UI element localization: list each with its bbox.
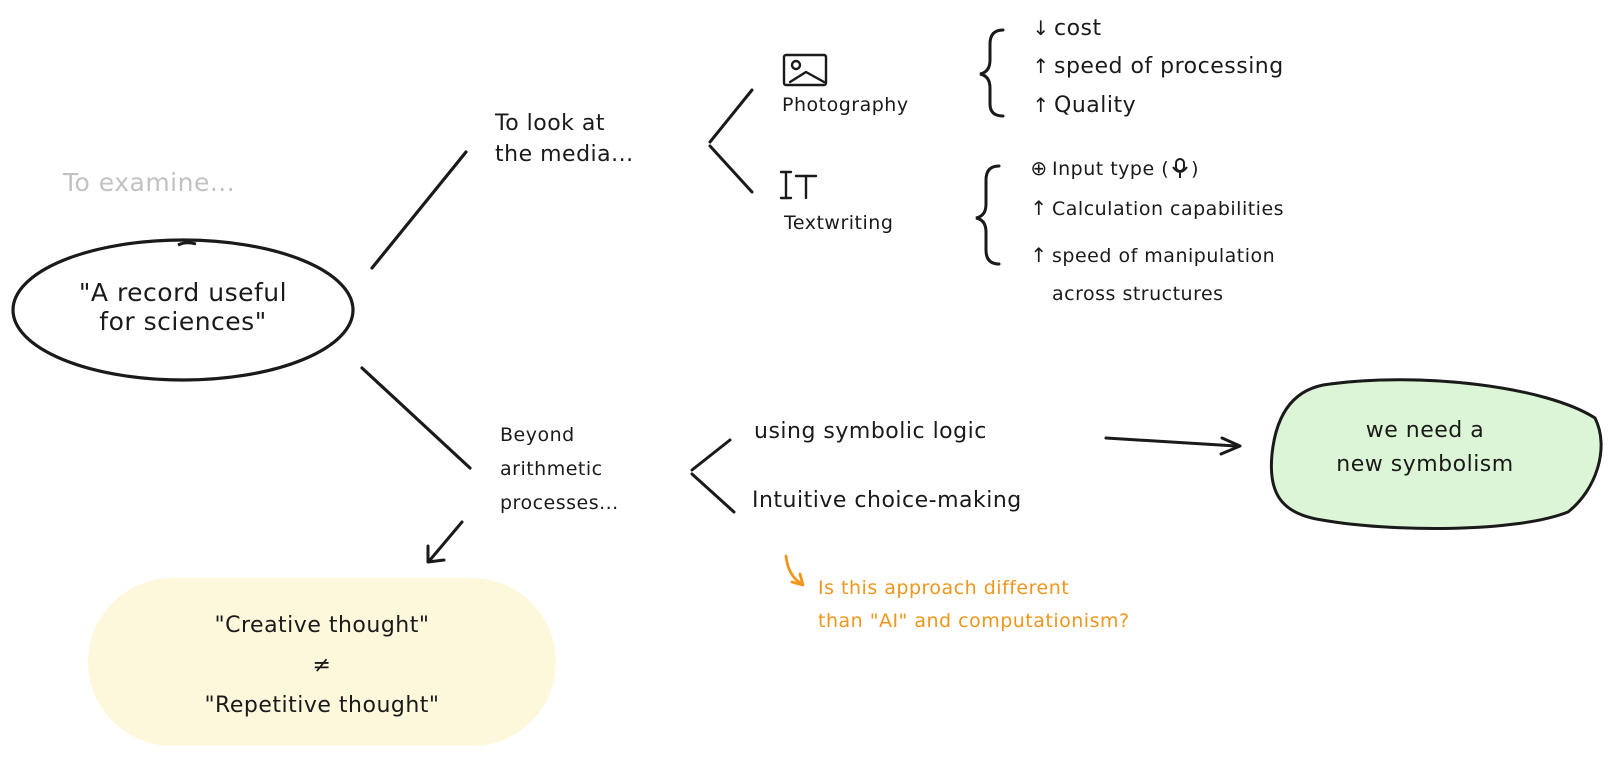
textwriting-item-input-text-end: ) bbox=[1191, 158, 1200, 180]
not-equal-sign: ≠ bbox=[312, 653, 332, 678]
plus-circle-icon: ⊕ bbox=[1030, 156, 1048, 180]
option-intuitive-choice: Intuitive choice-making bbox=[752, 488, 1022, 513]
textwriting-item-input: ⊕Input type () bbox=[1026, 156, 1199, 180]
brace-photography bbox=[979, 28, 1005, 118]
connector-media-photography bbox=[708, 88, 754, 144]
option-symbolic-logic: using symbolic logic bbox=[754, 419, 987, 444]
creative-thought-box bbox=[88, 578, 556, 746]
textwriting-item-calculation: ↑Calculation capabilities bbox=[1026, 196, 1284, 220]
root-line-1: "A record useful bbox=[78, 278, 288, 307]
connector-arithmetic-intuitive bbox=[690, 472, 736, 514]
arrow-to-symbolism-head bbox=[1219, 436, 1242, 456]
new-symbolism-line-1: we need a bbox=[1365, 418, 1485, 443]
arrow-up-icon: ↑ bbox=[1032, 54, 1050, 78]
creative-box-label: "Creative thought" ≠ "Repetitive thought… bbox=[108, 606, 536, 726]
textwriting-item-input-text: Input type ( bbox=[1052, 158, 1170, 180]
connector-arithmetic-symbolic bbox=[690, 438, 732, 472]
photography-item-cost: ↓cost bbox=[1028, 16, 1102, 41]
root-ellipse bbox=[11, 238, 355, 382]
question-line-2: than "AI" and computationism? bbox=[818, 610, 1130, 632]
arithmetic-label-line-2: arithmetic bbox=[500, 458, 603, 480]
image-icon bbox=[782, 53, 828, 87]
photography-label: Photography bbox=[782, 94, 909, 116]
arrow-up-icon: ↑ bbox=[1032, 93, 1050, 117]
arithmetic-label-line-3: processes... bbox=[500, 492, 619, 514]
textwriting-item-speed: ↑speed of manipulation across structures bbox=[1026, 236, 1275, 313]
connector-root-media bbox=[370, 150, 468, 270]
root-ellipse-mark bbox=[177, 241, 197, 247]
textwriting-item-speed-text: speed of manipulation bbox=[1052, 245, 1276, 267]
arrow-down-icon: ↓ bbox=[1032, 16, 1050, 40]
orange-hook-arrow-head bbox=[790, 572, 805, 587]
creative-line-1: "Creative thought" bbox=[214, 613, 430, 638]
media-label-line-2: the media... bbox=[495, 142, 634, 167]
photography-item-quality: ↑Quality bbox=[1028, 93, 1136, 118]
arrow-up-icon: ↑ bbox=[1030, 243, 1048, 267]
microphone-icon bbox=[1172, 158, 1188, 178]
text-cursor-icon bbox=[779, 170, 818, 200]
photography-item-cost-text: cost bbox=[1054, 16, 1102, 41]
media-branch-label: To look at the media... bbox=[495, 108, 634, 170]
photography-item-speed: ↑speed of processing bbox=[1028, 54, 1284, 79]
textwriting-label: Textwriting bbox=[784, 212, 894, 234]
arrow-to-creative-head bbox=[426, 544, 446, 564]
connector-root-arithmetic bbox=[360, 366, 472, 470]
photography-item-speed-text: speed of processing bbox=[1054, 54, 1284, 79]
textwriting-item-calculation-text: Calculation capabilities bbox=[1052, 198, 1285, 220]
textwriting-item-speed-text-2: across structures bbox=[1052, 283, 1224, 305]
heading-to-examine: To examine... bbox=[63, 168, 236, 197]
arrow-to-symbolism bbox=[1104, 436, 1238, 448]
media-label-line-1: To look at bbox=[495, 111, 606, 136]
new-symbolism-line-2: new symbolism bbox=[1336, 452, 1514, 477]
new-symbolism-blob bbox=[1269, 378, 1603, 531]
brace-textwriting bbox=[975, 164, 1001, 266]
creative-line-3: "Repetitive thought" bbox=[204, 693, 440, 718]
arrow-to-creative bbox=[428, 520, 464, 562]
new-symbolism-label: we need a new symbolism bbox=[1295, 414, 1555, 482]
question-note: Is this approach different than "AI" and… bbox=[818, 572, 1130, 638]
connector-media-textwriting bbox=[708, 144, 754, 194]
root-node-label: "A record useful for sciences" bbox=[38, 278, 328, 336]
photography-item-quality-text: Quality bbox=[1054, 93, 1137, 118]
arrow-up-icon: ↑ bbox=[1030, 196, 1048, 220]
question-line-1: Is this approach different bbox=[818, 577, 1070, 599]
root-line-2: for sciences" bbox=[99, 307, 267, 336]
orange-hook-arrow bbox=[784, 554, 804, 586]
arithmetic-label-line-1: Beyond bbox=[500, 424, 575, 446]
arithmetic-branch-label: Beyond arithmetic processes... bbox=[500, 418, 619, 520]
